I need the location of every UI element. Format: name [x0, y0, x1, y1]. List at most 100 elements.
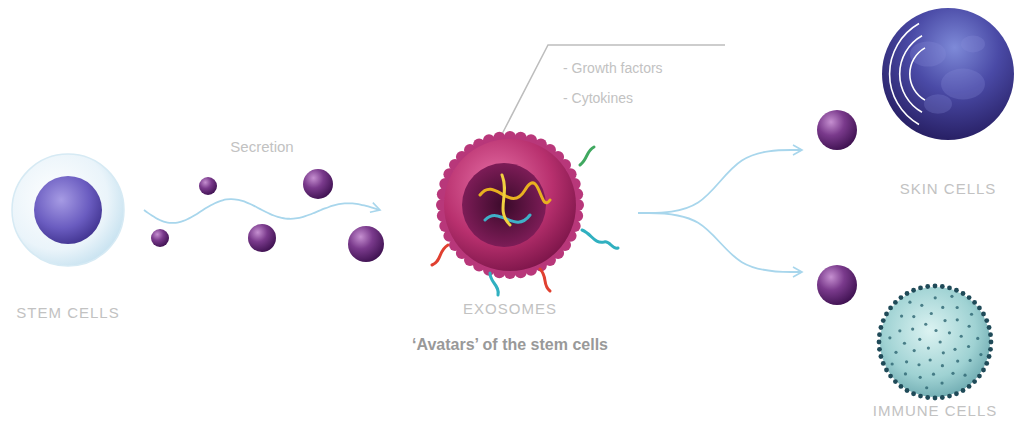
skin-node: SKIN CELLS [812, 8, 1014, 198]
receptor-dot [943, 319, 946, 322]
vesicle [348, 226, 384, 262]
receptor-dot [894, 351, 897, 354]
receptor-dot [929, 358, 932, 361]
vesicle [151, 229, 169, 247]
receptor-dot [879, 325, 884, 330]
receptor-dot [912, 315, 915, 318]
cell-texture [910, 41, 946, 66]
wave-arc [890, 24, 919, 125]
receptor-dot [888, 306, 893, 311]
receptor-dot [900, 315, 903, 318]
receptor-dot [925, 284, 930, 289]
vesicle [817, 110, 857, 150]
receptor-dot [972, 300, 977, 305]
receptor-dot [947, 286, 952, 291]
receptor-dot [879, 354, 884, 359]
immune-cell [880, 287, 990, 397]
cell-illustration [390, 128, 630, 279]
receptor-dot [948, 331, 951, 334]
receptor-dot [953, 348, 956, 351]
receptor-dot [987, 325, 992, 330]
receptor-dot [905, 388, 910, 393]
flow-arrow [638, 213, 802, 272]
receptor-dot [987, 354, 992, 359]
flow-arrow [144, 199, 380, 223]
leader-line [500, 45, 725, 138]
receptor-dot [989, 340, 994, 345]
receptor-dot [977, 374, 982, 379]
cell-illustration [812, 260, 1002, 401]
receptor-dot [925, 395, 930, 400]
receptor-dot [918, 338, 921, 341]
receptor-dot [927, 346, 930, 349]
receptor-dot [984, 361, 989, 366]
receptor-dot [977, 306, 982, 311]
protein-strand [540, 269, 550, 291]
receptor-dot [908, 301, 911, 304]
receptor-dot [954, 288, 959, 293]
receptor-dot [988, 332, 993, 337]
caption-text: ‘Avatars’ of the stem cells [390, 336, 630, 354]
receptor-dot [884, 312, 889, 317]
receptor-dot [968, 325, 971, 328]
cell-label: EXOSOMES [390, 300, 630, 318]
receptor-dot [967, 295, 972, 300]
receptor-dot [881, 361, 886, 366]
cell-nucleus [34, 176, 102, 244]
receptor-dot [911, 391, 916, 396]
receptor-dot [954, 391, 959, 396]
receptor-dot [984, 318, 989, 323]
receptor-dot [967, 384, 972, 389]
vesicle [248, 224, 276, 252]
cell-texture [924, 94, 952, 114]
receptor-dot [924, 323, 927, 326]
flow-arrow [638, 150, 802, 213]
receptor-dot [951, 372, 954, 375]
receptor-dot [981, 368, 986, 373]
receptor-dot [877, 347, 882, 352]
protein-strand [580, 147, 594, 165]
receptor-dot [899, 384, 904, 389]
protein-strand [502, 175, 510, 225]
receptor-dot [940, 395, 945, 400]
receptor-dot [933, 284, 938, 289]
receptor-dot [956, 318, 959, 321]
protein-strand [490, 273, 498, 295]
receptor-dot [932, 373, 935, 376]
exosome-cutaway [462, 163, 546, 247]
vesicle [817, 265, 857, 305]
receptor-dot [972, 379, 977, 384]
callout-label: - Growth factors [563, 60, 663, 77]
stem-cell [12, 154, 124, 266]
receptor-dot [942, 351, 945, 354]
receptor-dot [941, 364, 944, 367]
receptor-dot [933, 396, 938, 401]
receptor-dot [979, 353, 982, 356]
receptor-dot [881, 318, 886, 323]
receptor-dot [888, 336, 891, 339]
receptor-dot [961, 291, 966, 296]
stem-node: STEM CELLS [0, 154, 136, 322]
receptor-dot [911, 327, 914, 330]
receptor-dot [950, 295, 953, 298]
receptor-dot [888, 374, 893, 379]
receptor-dot [877, 332, 882, 337]
receptor-dot [917, 363, 920, 366]
receptor-dot [884, 368, 889, 373]
receptor-dot [940, 381, 943, 384]
wave-arc [900, 36, 922, 113]
receptor-dot [940, 284, 945, 289]
receptor-dot [899, 295, 904, 300]
receptor-dot [911, 288, 916, 293]
skin-cell [882, 8, 1014, 140]
receptor-dot [956, 306, 959, 309]
receptor-dot [960, 335, 963, 338]
receptor-dot [988, 347, 993, 352]
receptor-dot [956, 360, 959, 363]
immune-node: IMMUNE CELLS [812, 260, 1002, 420]
edge-label: Secretion [227, 138, 296, 156]
receptor-dot [930, 312, 933, 315]
protein-strand [582, 230, 618, 248]
receptor-dot [918, 394, 923, 399]
